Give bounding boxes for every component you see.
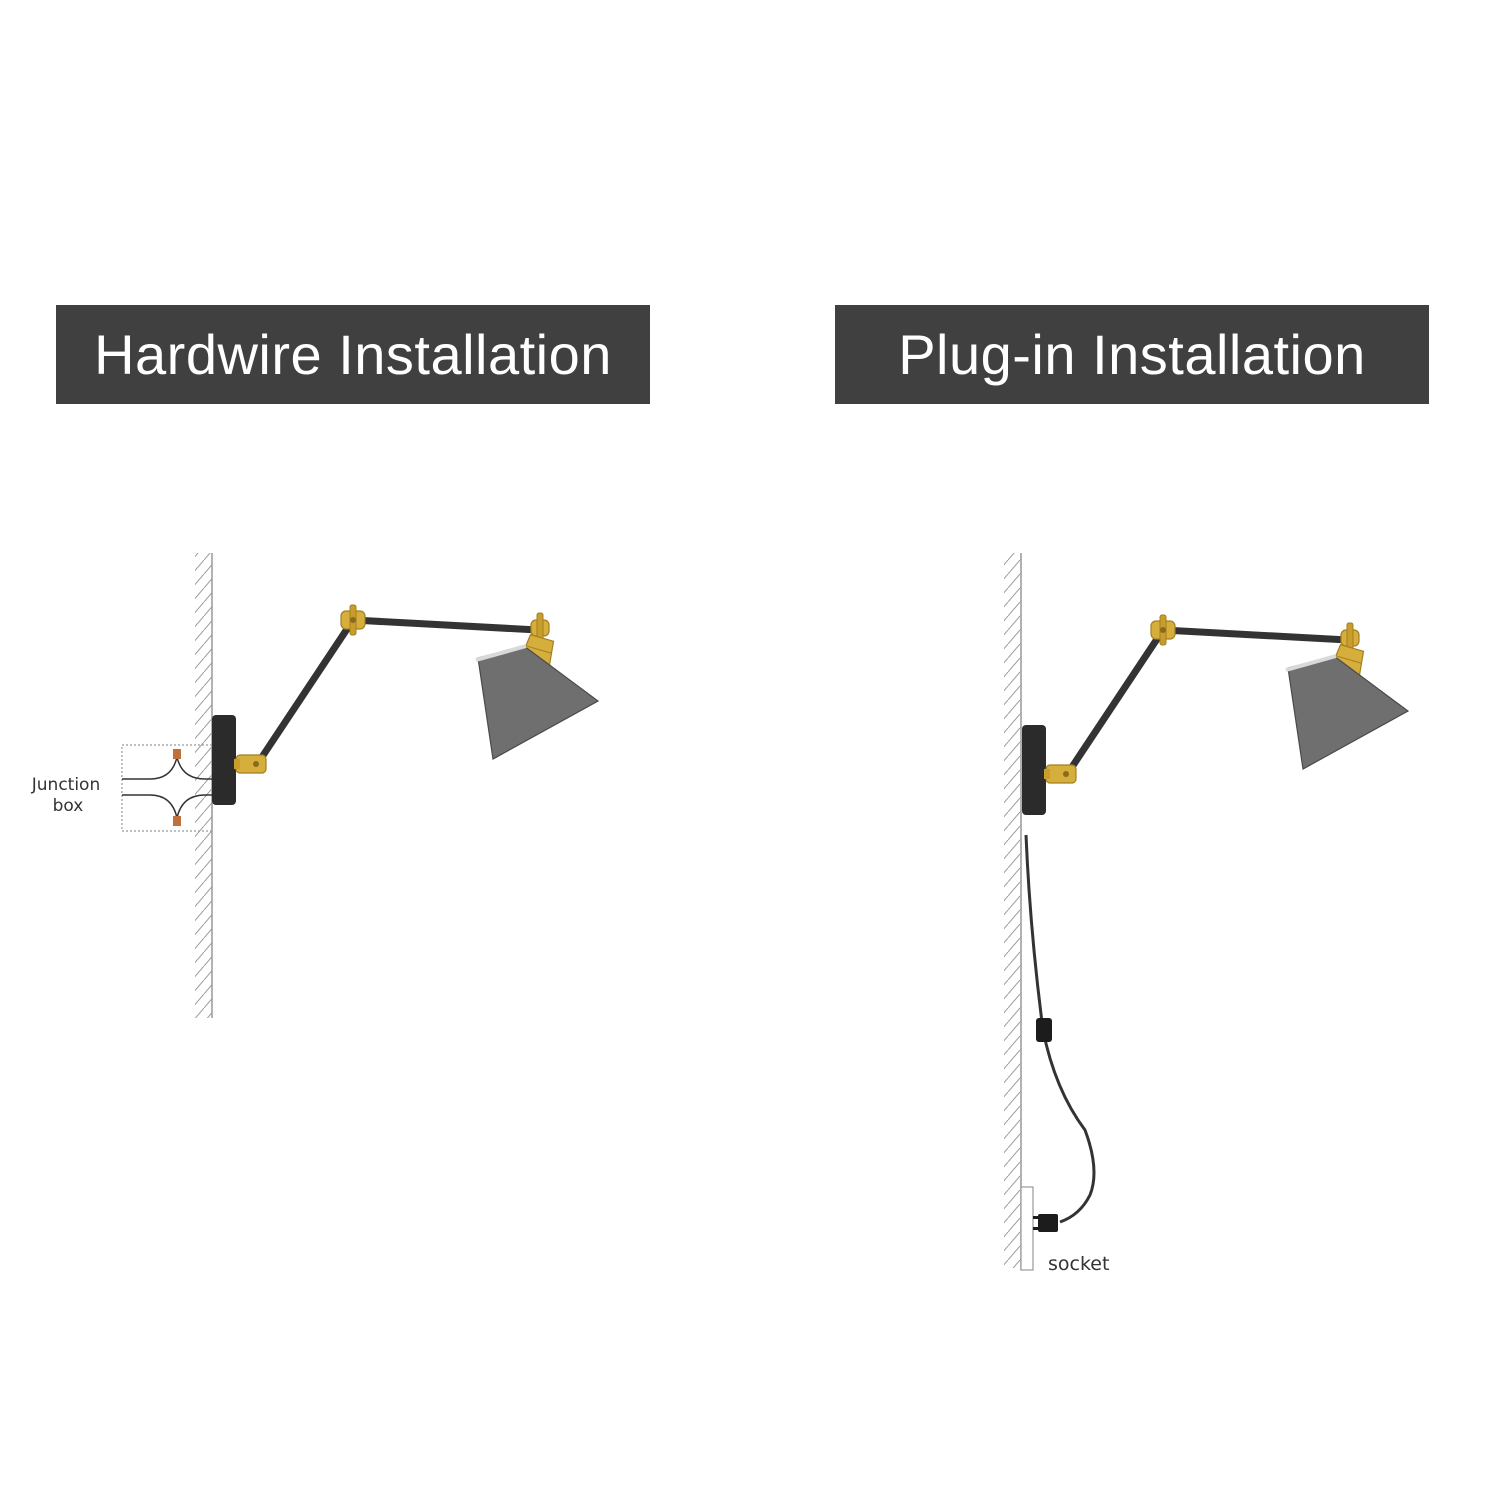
plugin-diagram: socket: [1004, 553, 1408, 1275]
wall-lamp-right: [1022, 615, 1408, 815]
wall-hatch: [1004, 553, 1021, 1268]
socket-label: socket: [1048, 1253, 1109, 1275]
hardwire-installation-title: Hardwire Installation: [56, 305, 650, 404]
wall-lamp-left: [212, 605, 598, 805]
plugin-installation-title: Plug-in Installation: [835, 305, 1429, 404]
hardwire-diagram: Junction box: [31, 553, 598, 1018]
wires-icon: [122, 749, 212, 826]
junction-label-box: box: [53, 796, 84, 816]
plug-icon: [1033, 1214, 1058, 1232]
junction-label: Junction: [31, 775, 100, 795]
power-cord: [1024, 834, 1096, 1224]
wall-hatch: [195, 553, 212, 1018]
socket-plate: [1020, 1186, 1034, 1271]
inline-switch-icon: [1036, 1018, 1052, 1042]
